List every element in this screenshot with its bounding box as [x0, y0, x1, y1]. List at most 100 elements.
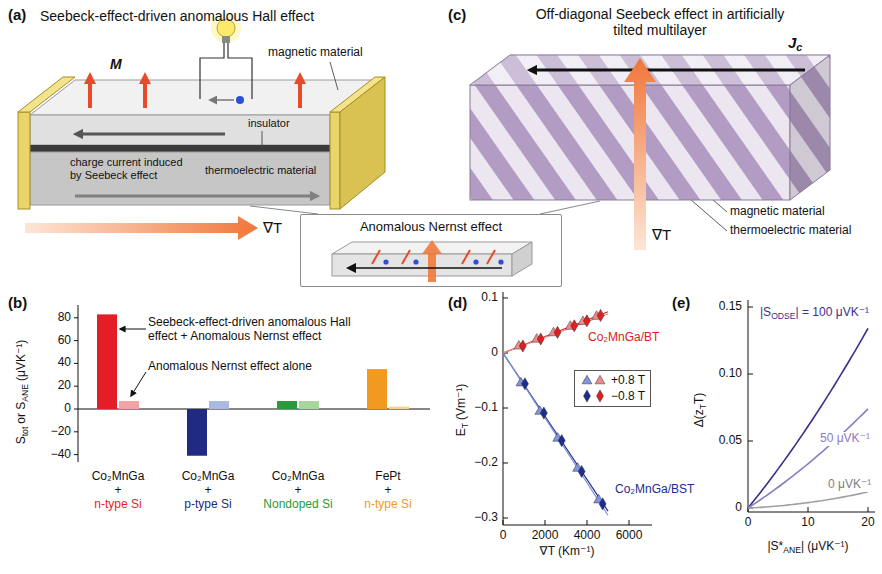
legend-sample: [580, 375, 608, 387]
axis-title: Δ(zTT): [693, 393, 707, 428]
field-chart: [519, 340, 526, 352]
label-text: 0.1: [481, 290, 498, 304]
category-label: +: [114, 484, 121, 498]
temperature-gradient-arrow: [624, 58, 656, 250]
field-chart: [537, 333, 544, 345]
effect-callout-box: Anomalous Nernst effect: [300, 214, 562, 287]
part-label: charge current induced by Seebeck effect: [70, 156, 195, 181]
tick-label: −40: [51, 448, 71, 462]
bar-chart: [299, 401, 319, 409]
bar-chart: [74, 317, 78, 318]
bar-chart: [74, 409, 78, 410]
electrode: [18, 77, 385, 209]
seebeck-bar: [30, 115, 330, 145]
label-text: +: [204, 483, 211, 497]
label-text: |S*: [767, 540, 783, 554]
label-text: 0: [735, 500, 742, 514]
label-text: Nondoped Si: [263, 497, 332, 511]
label-text: 80: [58, 310, 71, 324]
seebeck-bar: [30, 80, 375, 115]
series-label: 0 μVK⁻¹: [826, 478, 873, 492]
field-chart: [554, 326, 561, 338]
label-text: 6000: [616, 528, 643, 542]
label-text: T): [693, 393, 707, 404]
panel-title: Seebeck-effect-driven anomalous Hall eff…: [40, 8, 314, 24]
label-text: 0.05: [719, 433, 742, 447]
label-text: ∇T: [652, 226, 671, 243]
zoom-line: [250, 201, 600, 214]
label-text: Anomalous Nernst effect alone: [148, 359, 312, 373]
panel-letter: (c): [448, 6, 466, 23]
field-chart: [583, 315, 590, 327]
field-chart: [503, 518, 508, 519]
field-chart: [629, 520, 630, 525]
label-text: 10: [801, 515, 814, 529]
part-label: thermoelectric material: [730, 224, 851, 238]
light-bulb: [228, 43, 252, 99]
nernst-inset: [473, 259, 478, 264]
tick-label: 0: [745, 516, 752, 530]
legend-entry: +0.8 T: [580, 373, 645, 389]
tilted-multilayer: [790, 55, 830, 200]
box-title: Anomalous Nernst effect: [301, 215, 561, 234]
category-label: p-type Si: [184, 498, 231, 512]
label-text: thermoelectric material: [205, 164, 316, 176]
nernst-inset: [512, 242, 532, 276]
label-text: | (μVK⁻¹): [801, 540, 849, 554]
label-text: 0: [64, 401, 71, 415]
bar-chart: [74, 431, 78, 432]
label-text: thermoelectric material: [730, 223, 851, 237]
label-text: Seebeck-effect-driven anomalous Hall eff…: [40, 8, 314, 24]
label-text: +: [294, 483, 301, 497]
light-bulb: [236, 96, 244, 104]
label-text: Co₂MnGa: [182, 469, 235, 483]
annotation: Seebeck-effect-driven anomalous Hall eff…: [148, 316, 383, 344]
label-text: −0.2: [474, 455, 498, 469]
bar-chart: [97, 314, 117, 409]
label-text: 0.15: [719, 299, 742, 313]
nernst-inset: [312, 238, 552, 282]
label-text: 20: [861, 515, 874, 529]
electrode: [18, 77, 75, 112]
tilted-multilayer: [790, 55, 830, 200]
efficiency-chart: [748, 307, 753, 308]
bar-chart: [74, 454, 78, 455]
label-text: T: [699, 404, 709, 409]
part-label: magnetic material: [268, 46, 363, 60]
tick-label: 80: [58, 311, 71, 325]
label-text: (a): [8, 6, 26, 23]
nernst-inset: [332, 254, 512, 276]
label-text: | = 100 μVK⁻¹: [796, 306, 869, 320]
series-label: Co₂MnGa/BT: [588, 331, 659, 345]
series-label: 50 μVK⁻¹: [818, 432, 872, 446]
seebeck-bar: [30, 152, 330, 205]
legend-text: +0.8 T: [611, 373, 645, 389]
electrode: [330, 112, 340, 209]
label-text: S: [15, 436, 29, 444]
label-text: 0: [500, 528, 507, 542]
efficiency-chart: [748, 492, 868, 508]
label-text: (e): [672, 294, 690, 311]
tilted-multilayer: [470, 85, 790, 200]
leader-line: [330, 62, 338, 90]
label-text: 40: [58, 355, 71, 369]
magnetization-arrow: [88, 78, 92, 108]
label-text: tot: [21, 427, 31, 437]
leader-line: [690, 199, 727, 231]
efficiency-chart: [748, 409, 868, 508]
category-label: +: [204, 484, 211, 498]
current-arrow: [78, 133, 225, 136]
nernst-inset: [462, 250, 470, 264]
bar-chart: [74, 340, 78, 341]
leader-line: [712, 199, 727, 212]
efficiency-chart: [868, 507, 869, 512]
label-text: 0.10: [719, 366, 742, 380]
label-text: +: [114, 483, 121, 497]
tick-label: 6000: [616, 529, 643, 543]
nernst-inset: [422, 240, 442, 282]
current-arrow: [532, 69, 805, 72]
field-chart: [503, 408, 508, 409]
efficiency-chart: [808, 507, 809, 512]
magnetization-arrow: [143, 78, 147, 108]
